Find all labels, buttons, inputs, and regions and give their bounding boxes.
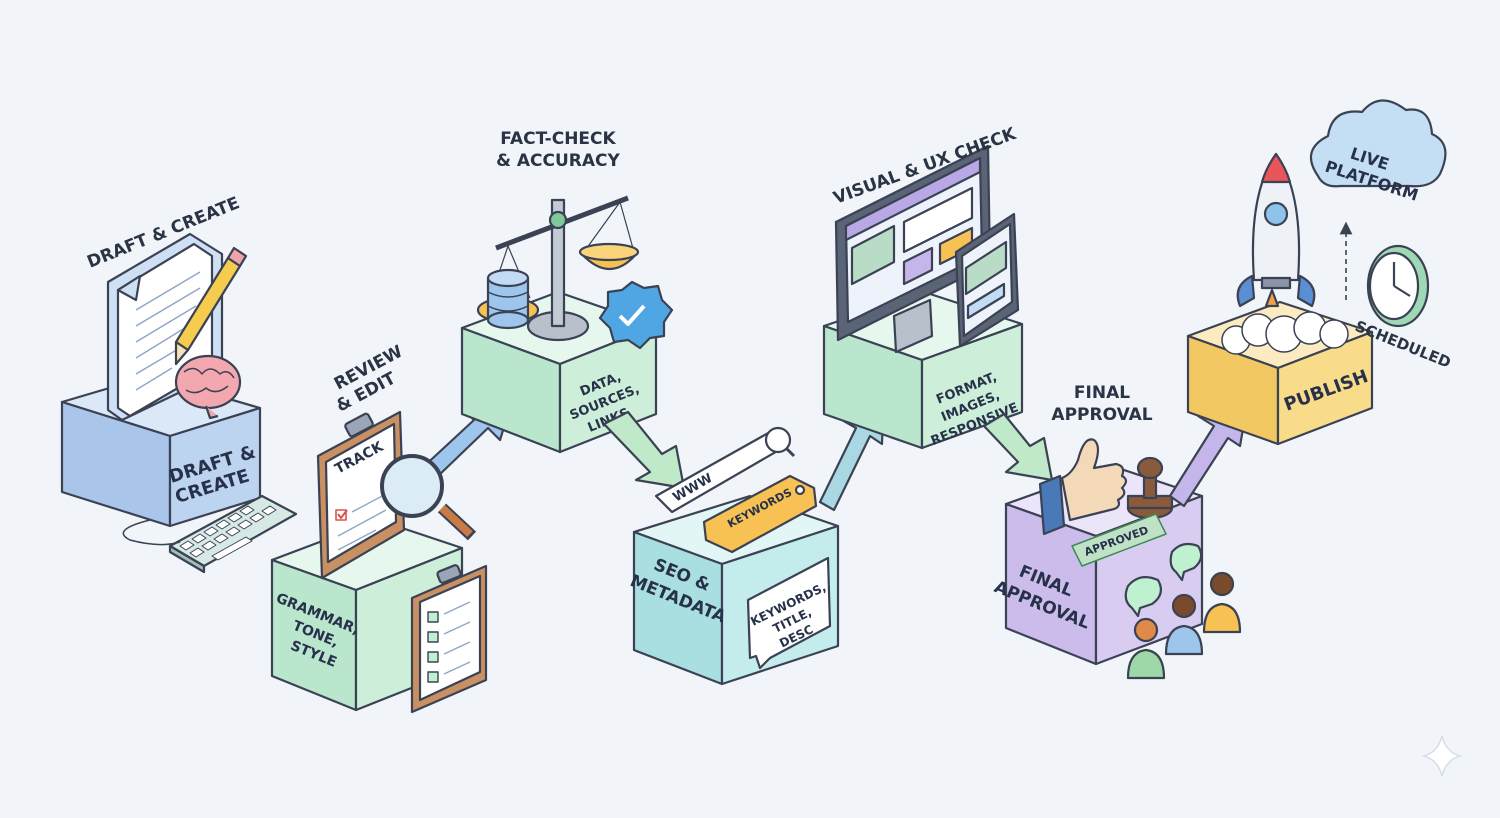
cloud-icon [1309, 99, 1447, 188]
verified-badge-icon [598, 280, 674, 350]
thumbs-up-icon [1038, 438, 1128, 536]
monitor-icon [834, 144, 992, 354]
chat-bubble-icon [746, 556, 832, 670]
stage-seo [632, 426, 840, 686]
smoke-cloud [1221, 311, 1349, 355]
stage-visual [822, 144, 1024, 450]
clock-icon [1366, 244, 1430, 328]
stage-review [270, 410, 488, 714]
stage-publish [1186, 99, 1447, 446]
pencil-icon [174, 246, 248, 366]
factcheck-title-line1: FACT-CHECK [500, 129, 616, 149]
stage-factcheck [460, 195, 674, 454]
stamp-icon [1126, 456, 1174, 520]
brain-icon [174, 354, 242, 420]
factcheck-title-line2: & ACCURACY [496, 151, 620, 171]
tag-icon [702, 474, 818, 554]
checklist-icon [410, 564, 488, 714]
stage-draft [60, 232, 298, 574]
clipboard-icon [316, 410, 406, 580]
stage-approval [1004, 438, 1242, 680]
flow-arrow-2 [602, 410, 686, 490]
keyboard-icon [168, 494, 298, 574]
people-icon [1126, 571, 1242, 680]
rocket-icon [1236, 152, 1316, 308]
approval-title-line2: APPROVAL [1051, 405, 1152, 425]
magnifier-icon [380, 454, 477, 541]
tablet-icon [954, 212, 1020, 348]
approval-title-line1: FINAL [1074, 383, 1130, 403]
flow-arrow-4 [982, 412, 1054, 482]
database-icon [486, 268, 530, 330]
chat-bubble-icon [1124, 542, 1203, 618]
search-bar-icon [654, 426, 796, 514]
sparkle-icon [1421, 735, 1463, 777]
